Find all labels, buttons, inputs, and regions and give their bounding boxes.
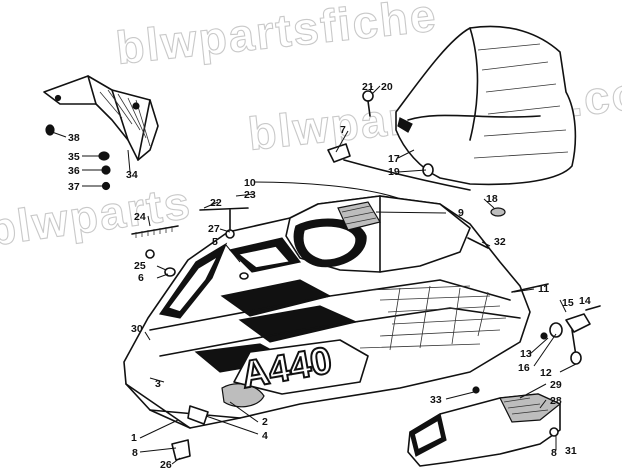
callout-13: 13 [520,348,532,360]
leader-lines [51,85,577,465]
watermark-left: blwparts [0,176,195,256]
callout-6: 6 [138,272,144,284]
callout-10: 10 [244,177,256,189]
callout-34: 34 [126,169,138,181]
callout-36: 36 [68,165,80,177]
callout-20: 20 [381,81,393,93]
callout-2: 2 [262,416,268,428]
callout-24: 24 [134,211,146,223]
callout-7: 7 [340,124,346,136]
callout-21: 21 [362,81,374,93]
callout-17: 17 [388,153,400,165]
callout-9: 9 [458,207,464,219]
callout-25: 25 [134,260,146,272]
callout-18: 18 [486,193,498,205]
callout-4: 4 [262,430,268,442]
callout-14: 14 [579,295,591,307]
callout-8-right: 8 [551,447,557,459]
callout-19: 19 [388,166,400,178]
callout-5: 5 [212,236,218,248]
callout-32: 32 [494,236,506,248]
hood [123,195,531,429]
callout-22: 22 [210,197,222,209]
callout-15: 15 [562,297,574,309]
callout-26: 26 [160,459,172,471]
callout-27: 27 [208,223,220,235]
hinge-bracket [171,439,191,461]
callouts: 1 2 3 4 5 6 7 8 8 9 10 11 12 13 14 15 16… [68,81,591,471]
callout-3: 3 [155,378,161,390]
windshield [395,25,577,186]
hood-latch-assembly [540,305,601,365]
callout-12: 12 [540,367,552,379]
callout-28: 28 [550,395,562,407]
callout-11: 11 [538,283,549,295]
callout-29: 29 [550,379,562,391]
windshield-trim-strip [327,143,471,191]
callout-33: 33 [430,394,442,406]
belt-guard-bracket [43,75,159,161]
callout-8-left: 8 [132,447,138,459]
callout-23: 23 [244,189,256,201]
callout-37: 37 [68,181,80,193]
callout-38: 38 [68,132,80,144]
watermark-top: blwpartsfiche [114,0,440,74]
callout-16: 16 [518,362,530,374]
callout-31: 31 [565,445,577,457]
callout-30: 30 [131,323,143,335]
callout-1: 1 [131,432,137,444]
hood-hardware [131,207,549,293]
air-intake-silencer [407,386,562,467]
callout-35: 35 [68,151,80,163]
model-decal: A440 [233,339,369,398]
